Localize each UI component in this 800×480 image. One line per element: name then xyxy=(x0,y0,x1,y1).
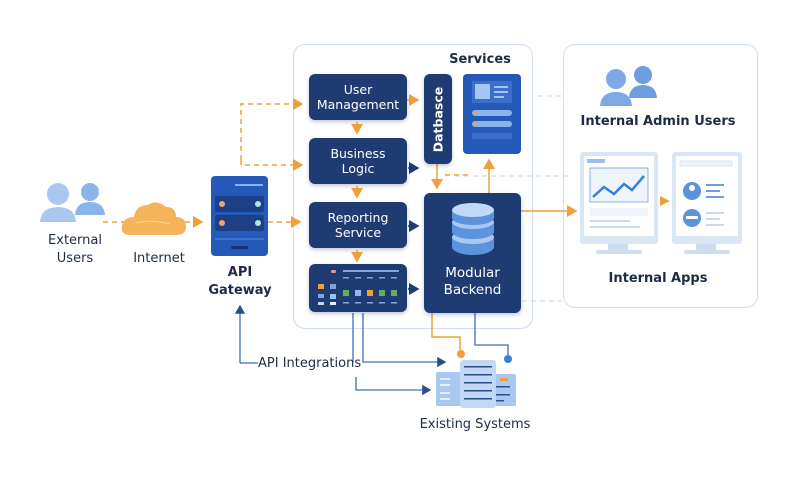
existing-systems-icon xyxy=(436,360,516,408)
services-title: Services xyxy=(449,52,511,67)
reporting-service-box[interactable]: Reporting Service xyxy=(309,202,407,248)
dashed-flow xyxy=(103,98,470,228)
internet-cloud-icon xyxy=(121,202,186,235)
internal-admin-users-label: Internal Admin Users xyxy=(580,114,736,129)
external-users-icon xyxy=(40,183,105,222)
internal-admin-users-icon xyxy=(600,66,657,106)
business-logic-box[interactable]: Business Logic xyxy=(309,138,407,184)
modular-backend-box[interactable]: Modular Backend xyxy=(424,193,521,313)
internal-apps-icon xyxy=(580,152,742,254)
connector-dot xyxy=(504,355,512,363)
existing-systems-label: Existing Systems xyxy=(419,417,531,432)
internal-apps-label: Internal Apps xyxy=(608,271,708,286)
document-panel-icon xyxy=(463,74,521,154)
connector-dot xyxy=(457,350,465,358)
external-users-label: External Users xyxy=(48,233,102,266)
api-gateway-label: API Gateway xyxy=(208,265,272,298)
api-integrations-label: API Integrations xyxy=(258,356,362,371)
database-cylinder-icon xyxy=(451,203,494,255)
database-label: Datbasce xyxy=(430,86,446,152)
api-gateway-server-icon xyxy=(211,176,268,256)
database-box[interactable]: Datbasce xyxy=(424,74,452,164)
internet-label: Internet xyxy=(133,251,185,266)
dashboard-widgets-icon xyxy=(318,270,399,305)
dashboard-module-box[interactable] xyxy=(309,264,407,312)
modular-backend-label: Modular Backend xyxy=(443,265,502,298)
user-management-box[interactable]: User Management xyxy=(309,74,407,120)
